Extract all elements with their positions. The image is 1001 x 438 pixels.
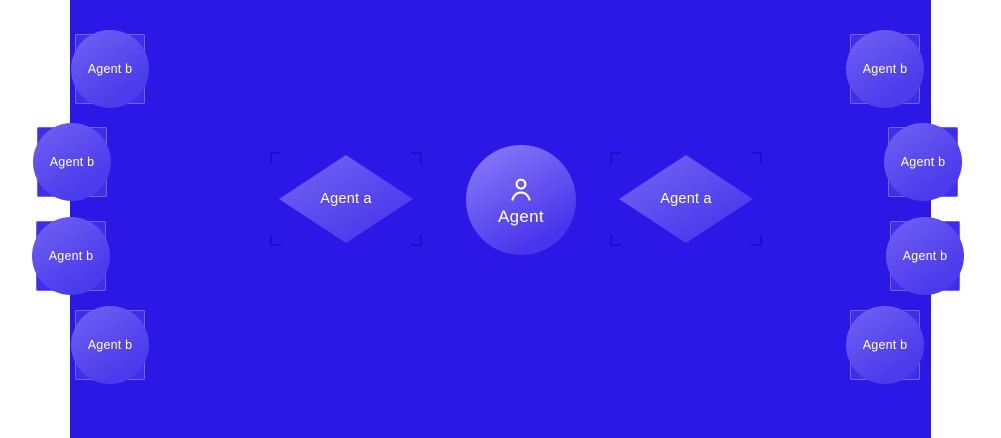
node-label: Agent b [862, 62, 908, 76]
node-label: Agent b [87, 338, 133, 352]
node-label: Agent b [87, 62, 133, 76]
node-circle: Agent b [886, 217, 964, 295]
selection-handle [411, 152, 422, 163]
agent-a-diamond[interactable]: Agent a [270, 152, 422, 246]
agent-b-node[interactable]: Agent b [883, 122, 963, 202]
agent-a-diamond[interactable]: Agent a [610, 152, 762, 246]
diamond-label: Agent a [320, 191, 372, 207]
center-agent-node[interactable]: Agent [466, 145, 576, 255]
node-label: Agent b [862, 338, 908, 352]
agent-b-node[interactable]: Agent b [885, 216, 965, 296]
node-label: Agent b [900, 155, 946, 169]
agent-b-node[interactable]: Agent b [31, 216, 111, 296]
selection-handle [610, 235, 621, 246]
node-circle: Agent b [33, 123, 111, 201]
diagram-canvas: Agent b Agent b Agent b Agent b Agent [32, 0, 964, 438]
selection-handle [751, 235, 762, 246]
node-circle: Agent b [32, 217, 110, 295]
node-label: Agent b [49, 155, 95, 169]
node-circle: Agent b [71, 306, 149, 384]
agent-b-node[interactable]: Agent b [70, 305, 150, 385]
node-circle: Agent b [884, 123, 962, 201]
agent-b-node[interactable]: Agent b [70, 29, 150, 109]
selection-handle [270, 152, 281, 163]
node-label: Agent b [48, 249, 94, 263]
selection-handle [610, 152, 621, 163]
selection-handle [751, 152, 762, 163]
selection-handle [411, 235, 422, 246]
agent-b-node[interactable]: Agent b [32, 122, 112, 202]
diamond-label: Agent a [660, 191, 712, 207]
center-agent-label: Agent [498, 206, 544, 226]
agent-b-node[interactable]: Agent b [845, 305, 925, 385]
selection-handle [270, 235, 281, 246]
node-circle: Agent b [846, 306, 924, 384]
person-icon [511, 178, 531, 201]
agent-b-node[interactable]: Agent b [845, 29, 925, 109]
node-circle: Agent b [846, 30, 924, 108]
node-label: Agent b [902, 249, 948, 263]
node-circle: Agent b [71, 30, 149, 108]
